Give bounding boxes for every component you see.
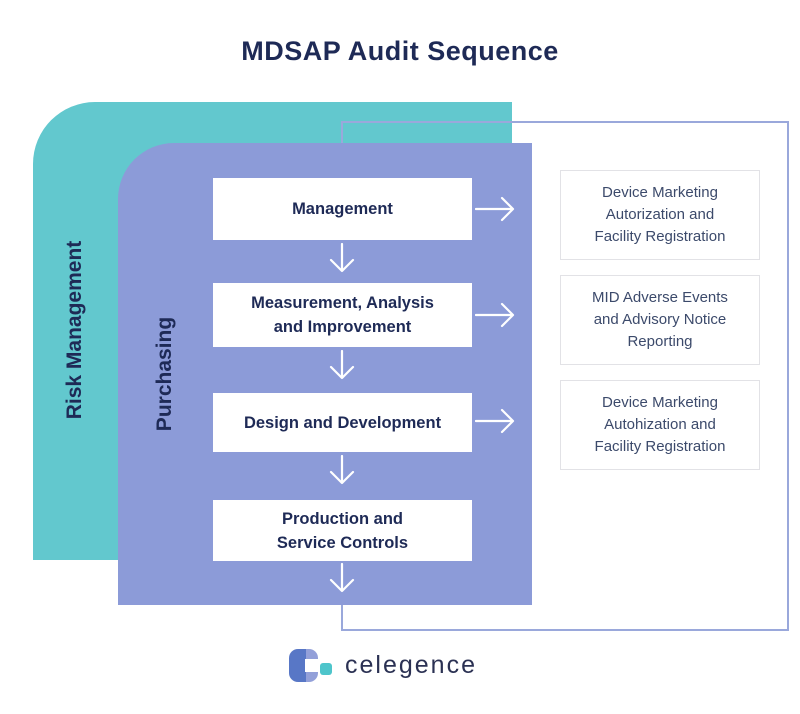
logo-teal-square: [320, 663, 332, 675]
celegence-logo: celegence: [289, 648, 477, 682]
step-design-and-development: Design and Development: [213, 393, 472, 452]
down-arrow-icon: [329, 455, 355, 485]
step-production-and-service-controls: Production and Service Controls: [213, 500, 472, 561]
outcome-device-marketing-authorization-1: Device Marketing Autorization and Facili…: [560, 170, 760, 260]
step-measurement-analysis-improvement: Measurement, Analysis and Improvement: [213, 283, 472, 347]
celegence-logo-icon: [289, 648, 333, 682]
purchasing-lane-label: Purchasing: [153, 316, 176, 432]
outcome-device-marketing-authorization-2: Device Marketing Autohization and Facili…: [560, 380, 760, 470]
down-arrow-icon: [329, 563, 355, 593]
page-title: MDSAP Audit Sequence: [241, 36, 559, 66]
logo-white-square: [305, 659, 318, 672]
down-arrow-icon: [329, 350, 355, 380]
down-arrow-icon: [329, 243, 355, 273]
risk-management-lane-label: Risk Management: [63, 240, 86, 420]
step-management: Management: [213, 178, 472, 240]
right-arrow-icon: [475, 302, 515, 328]
right-arrow-icon: [475, 196, 515, 222]
outcome-adverse-events-reporting: MID Adverse Events and Advisory Notice R…: [560, 275, 760, 365]
celegence-logo-text: celegence: [345, 650, 477, 679]
right-arrow-icon: [475, 408, 515, 434]
